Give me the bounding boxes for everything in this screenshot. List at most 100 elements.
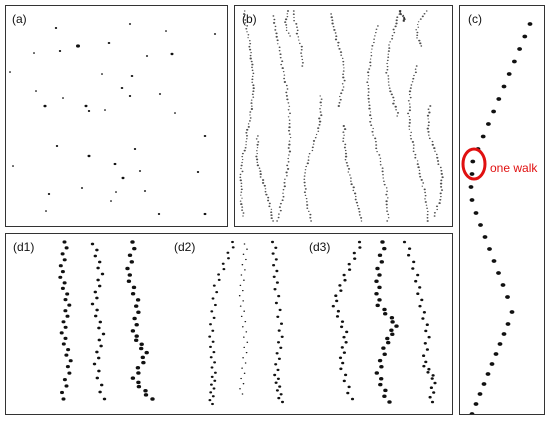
track-dot: [368, 107, 371, 110]
spot: [87, 110, 91, 112]
track-dot: [241, 209, 244, 211]
track-dot: [270, 211, 273, 214]
track-dot: [375, 28, 378, 30]
track-dot: [305, 165, 308, 168]
track-dot: [408, 103, 411, 105]
track-dot: [376, 151, 378, 153]
walk-footprint: [239, 305, 242, 307]
track-dot: [339, 51, 343, 53]
track-dot: [239, 176, 242, 179]
walk-footprint: [136, 371, 141, 375]
track-dot: [318, 117, 321, 120]
panel-d1-label: (d1): [13, 240, 35, 254]
track-dot: [264, 188, 267, 190]
track-dot: [387, 78, 390, 80]
track-dot: [408, 125, 411, 127]
track-dot: [366, 71, 370, 74]
track-dot: [436, 208, 438, 211]
walk-footprint: [481, 382, 487, 386]
walk-footprint: [211, 402, 214, 406]
one-walk-highlight-circle: [461, 147, 487, 181]
panel-c-label: (c): [468, 12, 482, 26]
walk-footprint: [61, 342, 66, 346]
track-dot: [385, 71, 388, 74]
walk-footprint: [97, 356, 101, 360]
track-dot: [387, 217, 390, 219]
walk-footprint: [213, 361, 217, 364]
walk-footprint: [130, 376, 136, 380]
track-dot: [385, 200, 388, 203]
walk-footprint: [473, 402, 479, 406]
walk-footprint: [416, 273, 420, 277]
walk-footprint: [246, 341, 249, 343]
walk-footprint: [95, 308, 99, 312]
track-dot: [306, 162, 309, 165]
walk-footprint: [477, 392, 483, 396]
track-dot: [358, 214, 361, 216]
track-dot: [381, 167, 384, 169]
track-dot: [387, 53, 390, 55]
track-dot: [245, 141, 247, 143]
walk-footprint: [274, 246, 278, 249]
walk-footprint: [339, 367, 343, 371]
track-dot: [340, 54, 343, 56]
track-dot: [282, 71, 285, 73]
track-dot: [419, 18, 422, 20]
track-dot: [440, 179, 443, 182]
walk-footprint: [342, 335, 346, 339]
walk-footprint: [96, 266, 100, 270]
track-dot: [424, 191, 426, 194]
track-dot: [408, 121, 411, 124]
track-dot: [315, 133, 318, 136]
walk-footprint: [473, 211, 479, 215]
track-dot: [417, 21, 420, 23]
walk-footprint: [382, 352, 387, 357]
track-dot: [417, 166, 420, 169]
track-dot: [412, 77, 415, 80]
walk-footprint: [339, 289, 343, 292]
spot: [133, 148, 137, 150]
track-dot: [250, 99, 253, 101]
track-dot: [256, 150, 258, 152]
walk-footprint: [140, 355, 145, 360]
track-dot: [251, 66, 253, 69]
track-dot: [286, 164, 289, 167]
track-dot: [435, 153, 438, 156]
walk-footprint: [95, 248, 99, 252]
track-dot: [274, 25, 277, 28]
track-dot: [259, 170, 262, 173]
walk-footprint: [496, 97, 502, 101]
track-dot: [256, 147, 259, 149]
track-dot: [421, 185, 424, 187]
track-dot: [412, 147, 415, 149]
track-dot: [360, 220, 363, 222]
track-dot: [373, 41, 375, 44]
walk-footprint: [382, 307, 387, 312]
walk-footprint: [226, 251, 230, 254]
track-dot: [300, 49, 303, 51]
track-dot: [286, 10, 290, 12]
spot: [35, 90, 37, 92]
track-dot: [419, 42, 422, 45]
track-dot: [337, 105, 340, 107]
track-dot: [426, 114, 430, 117]
walk-footprint: [242, 289, 244, 292]
track-dot: [440, 195, 442, 198]
track-dot: [440, 189, 444, 191]
track-dot: [427, 124, 430, 127]
track-dot: [379, 164, 382, 166]
walk-footprint: [208, 398, 212, 402]
spot: [84, 104, 88, 108]
track-dot: [285, 95, 288, 97]
track-dot: [287, 102, 290, 104]
track-dot: [439, 192, 442, 195]
track-dot: [390, 93, 393, 96]
track-dot: [300, 45, 303, 48]
track-dot: [245, 135, 249, 137]
track-dot: [285, 171, 288, 174]
walk-footprint: [95, 296, 99, 300]
track-dot: [278, 50, 281, 52]
walk-footprint: [344, 373, 348, 377]
walk-footprint: [423, 342, 427, 345]
track-dot: [425, 204, 428, 206]
